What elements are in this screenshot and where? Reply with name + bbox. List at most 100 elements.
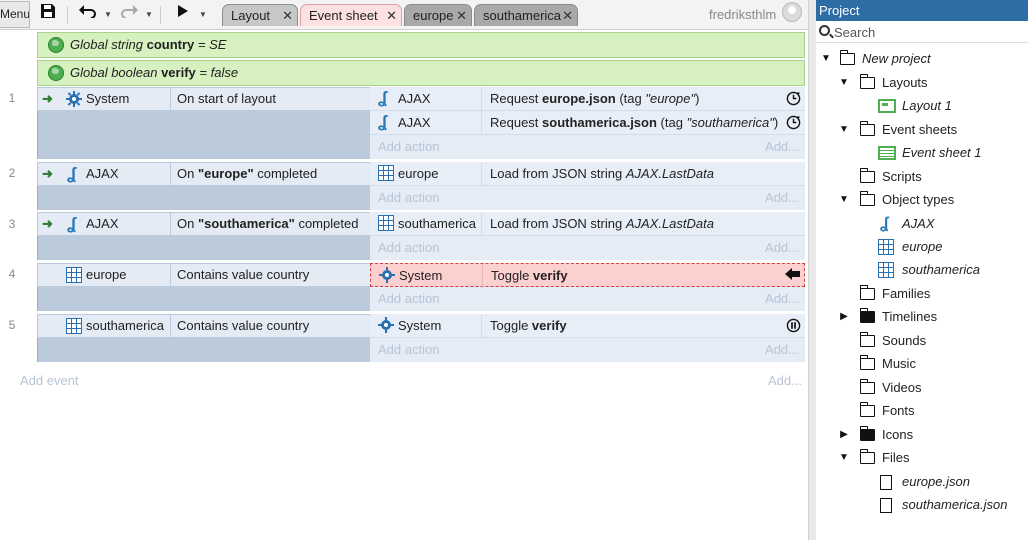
condition-row[interactable]: southamerica Contains value country bbox=[37, 314, 370, 338]
tree-item-label: southamerica bbox=[902, 262, 981, 277]
action-row[interactable]: System Toggle verify bbox=[370, 314, 805, 338]
array-grid-icon bbox=[878, 262, 894, 278]
event-number: 5 bbox=[8, 318, 16, 332]
condition-row[interactable]: ➜ System On start of layout bbox=[37, 87, 370, 111]
folder-icon bbox=[859, 402, 875, 417]
chevron-down-icon[interactable]: ▼ bbox=[839, 77, 849, 88]
close-icon[interactable]: ✕ bbox=[386, 8, 397, 23]
play-icon[interactable] bbox=[172, 3, 194, 25]
global-var-name: country bbox=[146, 37, 195, 52]
action-row[interactable]: europe Load from JSON string AJAX.LastDa… bbox=[370, 162, 805, 186]
chevron-down-icon[interactable]: ▼ bbox=[839, 452, 849, 463]
folder-icon bbox=[859, 74, 875, 89]
action-row[interactable]: southamerica Load from JSON string AJAX.… bbox=[370, 212, 805, 236]
action-row-selected[interactable]: System Toggle verify bbox=[370, 263, 805, 288]
add-action-button[interactable]: Add action Add... bbox=[370, 287, 805, 311]
add-action-button[interactable]: Add action Add... bbox=[370, 236, 805, 260]
ajax-icon: ʆ bbox=[880, 215, 889, 232]
tree-item-label: Icons bbox=[882, 427, 914, 442]
chevron-right-icon[interactable]: ▶ bbox=[840, 311, 848, 322]
tab-label: europe bbox=[413, 8, 454, 23]
action-object: europe bbox=[370, 162, 482, 186]
chevron-right-icon[interactable]: ▶ bbox=[840, 429, 848, 440]
project-panel: Project ▼ New project ▼ Layouts Layout 1… bbox=[816, 0, 1028, 540]
gear-icon bbox=[379, 267, 395, 283]
folder-icon bbox=[839, 50, 855, 65]
action-row[interactable]: ʆ AJAX Request southamerica.json (tag "s… bbox=[370, 111, 805, 135]
undo-icon[interactable] bbox=[77, 3, 99, 25]
project-search bbox=[816, 21, 1028, 43]
tree-item-label: europe.json bbox=[902, 474, 970, 489]
redo-dropdown-icon[interactable]: ▼ bbox=[145, 10, 153, 19]
condition-row[interactable]: europe Contains value country bbox=[37, 263, 370, 287]
project-panel-header: Project bbox=[816, 0, 1028, 21]
ajax-icon: ʆ bbox=[67, 214, 77, 233]
tab-layout-1[interactable]: Layout 1 ✕ bbox=[222, 4, 298, 45]
tab-event-sheet-1[interactable]: Event sheet 1 ✕ bbox=[300, 4, 402, 45]
chevron-down-icon[interactable]: ▼ bbox=[839, 194, 849, 205]
array-grid-icon bbox=[66, 267, 82, 283]
condition-row[interactable]: ➜ ʆ AJAX On "europe" completed bbox=[37, 162, 370, 186]
action-object: AJAX bbox=[370, 111, 482, 135]
tree-item-label: Sounds bbox=[882, 333, 927, 348]
close-icon[interactable]: ✕ bbox=[282, 8, 293, 23]
avatar[interactable] bbox=[782, 2, 802, 22]
event-sheet[interactable]: Global string country = SE Global boolea… bbox=[0, 31, 808, 540]
add-action-button[interactable]: Add action Add... bbox=[370, 186, 805, 210]
close-icon[interactable]: ✕ bbox=[562, 8, 573, 23]
play-dropdown-icon[interactable]: ▼ bbox=[199, 10, 207, 19]
action-text: Load from JSON string AJAX.LastData bbox=[490, 166, 714, 181]
gear-icon bbox=[66, 91, 82, 107]
action-text: Toggle verify bbox=[491, 268, 568, 283]
add-more-button[interactable]: Add... bbox=[765, 240, 799, 255]
close-icon[interactable]: ✕ bbox=[456, 8, 467, 23]
user-name[interactable]: fredriksthlm bbox=[709, 7, 777, 22]
undo-dropdown-icon[interactable]: ▼ bbox=[104, 10, 112, 19]
add-more-button[interactable]: Add... bbox=[768, 373, 802, 388]
condition-row[interactable]: ➜ ʆ AJAX On "southamerica" completed bbox=[37, 212, 370, 236]
chevron-down-icon[interactable]: ▼ bbox=[821, 53, 831, 64]
ajax-icon: ʆ bbox=[378, 88, 388, 107]
add-more-button[interactable]: Add... bbox=[765, 190, 799, 205]
action-text: Load from JSON string AJAX.LastData bbox=[490, 216, 714, 231]
tree-item-label: Scripts bbox=[882, 169, 922, 184]
folder-icon bbox=[859, 285, 875, 300]
add-event-button[interactable]: Add event bbox=[20, 373, 79, 388]
action-row[interactable]: ʆ AJAX Request europe.json (tag "europe"… bbox=[370, 87, 805, 111]
tree-item-label: Fonts bbox=[882, 403, 915, 418]
file-icon bbox=[880, 475, 892, 490]
global-variable-verify[interactable]: Global boolean verify = false bbox=[37, 60, 805, 86]
tree-item-label: Event sheets bbox=[882, 122, 958, 137]
folder-icon bbox=[859, 449, 875, 464]
save-icon[interactable] bbox=[37, 3, 59, 25]
add-action-button[interactable]: Add action Add... bbox=[370, 135, 805, 159]
search-input[interactable] bbox=[834, 23, 1024, 41]
add-more-button[interactable]: Add... bbox=[765, 139, 799, 154]
event-number: 4 bbox=[8, 267, 16, 281]
condition-object: System bbox=[86, 91, 130, 106]
condition-text: On "southamerica" completed bbox=[170, 213, 370, 235]
tree-item-label: Files bbox=[882, 450, 910, 465]
folder-icon bbox=[859, 168, 875, 183]
add-action-button[interactable]: Add action Add... bbox=[370, 338, 805, 362]
folder-icon bbox=[859, 379, 875, 394]
add-more-button[interactable]: Add... bbox=[765, 342, 799, 357]
trigger-arrow-icon: ➜ bbox=[42, 216, 53, 231]
chevron-down-icon[interactable]: ▼ bbox=[839, 124, 849, 135]
menu-button[interactable]: Menu bbox=[0, 1, 30, 28]
global-variable-country[interactable]: Global string country = SE bbox=[37, 32, 805, 58]
redo-icon[interactable] bbox=[118, 3, 140, 25]
tree-item-label: Event sheet 1 bbox=[902, 145, 982, 160]
tree-item-label: Timelines bbox=[882, 309, 938, 324]
condition-text: Contains value country bbox=[170, 264, 370, 286]
tree-item-label: Layout 1 bbox=[902, 98, 952, 113]
tab-southamerica[interactable]: southamerica ✕ bbox=[474, 4, 578, 26]
search-icon bbox=[819, 25, 830, 36]
breakpoint-arrow-icon bbox=[784, 268, 800, 284]
tree-item-label: New project bbox=[862, 51, 931, 66]
add-more-button[interactable]: Add... bbox=[765, 291, 799, 306]
tab-europe[interactable]: europe ✕ bbox=[404, 4, 472, 26]
panel-splitter[interactable] bbox=[808, 0, 816, 540]
condition-object: AJAX bbox=[86, 166, 119, 181]
action-object: System bbox=[370, 314, 482, 338]
